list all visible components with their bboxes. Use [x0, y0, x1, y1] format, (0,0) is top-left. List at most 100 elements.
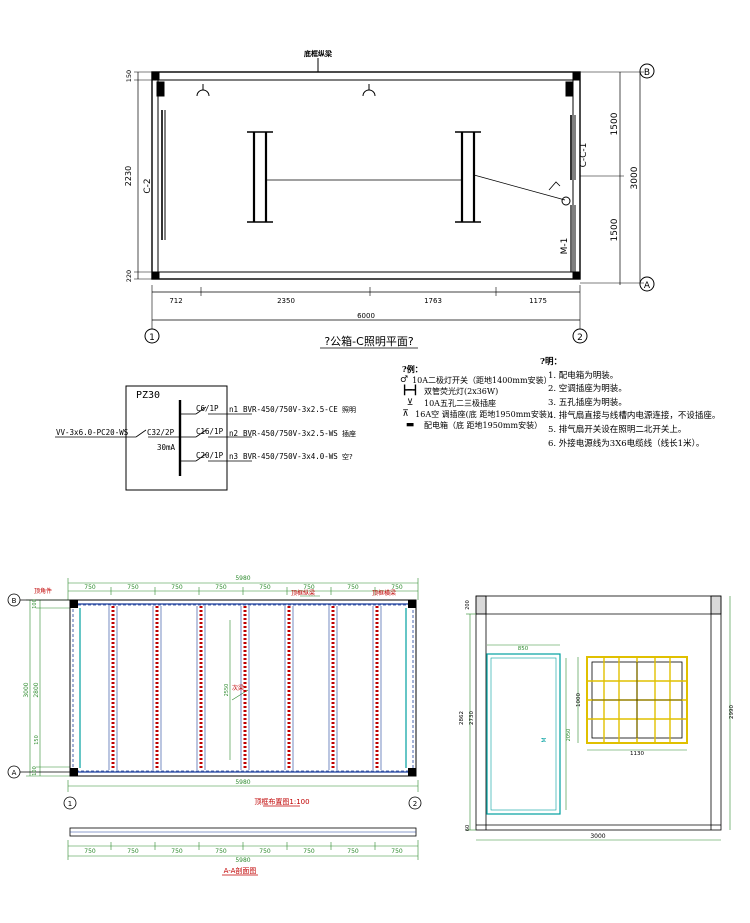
- panel-schematic: [55, 385, 252, 491]
- floor-top-dim-4: 750: [215, 584, 227, 591]
- label-secondary-beam: 次梁: [232, 684, 244, 692]
- circuit-2-cable: BVR-450/750V-3x2.5-WS: [243, 429, 338, 438]
- section-dim-5: 750: [259, 848, 271, 855]
- floor-top-dim-6: 750: [303, 584, 315, 591]
- circuit-1-id: n1: [229, 405, 238, 414]
- floor-bottom-total: 5980: [235, 779, 250, 786]
- end-elevation: [466, 595, 731, 841]
- circuit-1-use: 照明: [342, 406, 356, 414]
- circuit-1-breaker: C6/1P: [196, 404, 219, 413]
- legend-text: 配电箱（底 距地1950mm安装）: [424, 421, 543, 431]
- section-dim-1: 750: [84, 848, 96, 855]
- circuit-2-id: n2: [229, 429, 238, 438]
- section-dim-7: 750: [347, 848, 359, 855]
- floor-top-dim-8: 750: [391, 584, 403, 591]
- distribution-box-icon: ▬: [405, 420, 415, 431]
- plan-title: ?公箱-C照明平面?: [324, 334, 413, 348]
- legend-item: ⊼ 16A空 调插座(底 距地1950mm安装): [400, 409, 550, 420]
- circuit-3-cable: BVR-450/750V-3x4.0-WS: [243, 452, 338, 461]
- floor-top-total: 5980: [235, 575, 250, 582]
- legend-title: ?例：: [402, 364, 423, 374]
- elev-top-dim: 200: [465, 600, 471, 610]
- note-item: 5. 排气扇开关设在照明二北开关上。: [548, 424, 687, 435]
- section-aa: [67, 827, 419, 876]
- axis-b-label: B: [644, 68, 650, 78]
- panel-name: PZ30: [136, 390, 160, 401]
- top-beam-label: 底框纵梁: [304, 49, 333, 58]
- note-item: 6. 外接电源线为3X6电缆线（线长1米）。: [548, 438, 705, 449]
- bottom-dim-3: 1763: [424, 297, 442, 305]
- axis-a-label: A: [644, 281, 651, 291]
- door-height-dim: 2050: [566, 729, 572, 742]
- floor-top-dim-7: 750: [347, 584, 359, 591]
- fluorescent-lamp-icon: ┣━┫: [401, 386, 419, 397]
- circuit-3-use: 空?: [342, 452, 353, 461]
- bottom-dim-2: 2350: [277, 297, 295, 305]
- legend-item: ┣━┫ 双管荧光灯(2x36W): [400, 386, 550, 397]
- floor-plan-text: 5980 750 750 750 750 750 750 750 750 100…: [12, 575, 418, 808]
- elev-left-dim-1: 2862: [459, 711, 465, 725]
- section-dim-8: 750: [391, 848, 403, 855]
- floor-top-dim-2: 750: [127, 584, 139, 591]
- right-window-label: C-C-1: [579, 143, 589, 168]
- switch-icon: ♂: [400, 375, 409, 386]
- floor-left-total: 3000: [23, 682, 30, 697]
- window-width-dim: 1130: [630, 751, 644, 757]
- elev-total-width: 3000: [590, 833, 605, 840]
- section-dim-3: 750: [171, 848, 183, 855]
- floor-top-dim-3: 750: [171, 584, 183, 591]
- door-mark: M: [541, 737, 548, 742]
- legend-text: 10A二极灯开关（距地1400mm安装）: [412, 376, 552, 386]
- bottom-dim-total: 6000: [357, 312, 375, 320]
- right-dim-2: 1500: [610, 218, 620, 241]
- section-title: A-A剖面图: [224, 866, 257, 875]
- elev-bottom-dim: 60: [465, 825, 471, 831]
- note-item: 1. 配电箱为明装。: [548, 370, 619, 381]
- legend-text: 10A五孔二三极插座: [424, 398, 496, 408]
- rcd-rating: 30mA: [157, 443, 176, 452]
- axis-1-label: 1: [149, 333, 155, 343]
- floor-top-dim-1: 750: [84, 584, 96, 591]
- right-dim-1: 1500: [610, 112, 620, 135]
- circuit-1-cable: BVR-450/750V-3x2.5-CE: [243, 405, 338, 414]
- door-width-dim: 850: [518, 646, 529, 652]
- left-dim-2: 2230: [124, 166, 133, 186]
- socket-icon: ⊻: [406, 397, 414, 408]
- note-item: 4. 排气扇直接与线槽内电源连接，不设插座。: [548, 411, 721, 422]
- lighting-plan: [134, 58, 655, 349]
- floor-plan-title: 顶框布置图1:100: [254, 797, 309, 806]
- circuit-2-use: 插座: [342, 429, 356, 438]
- elev-right-dim: 2990: [729, 705, 735, 719]
- label-top-beam: 顶框纵梁: [291, 589, 315, 597]
- bottom-dim-1: 712: [169, 297, 182, 305]
- circuit-3-breaker: C20/1P: [196, 451, 224, 460]
- legend: ?例： ♂ 10A二极灯开关（距地1400mm安装） ┣━┫ 双管荧光灯(2x3…: [400, 364, 552, 431]
- left-window-label: C-2: [143, 178, 153, 193]
- floor-axis-a: A: [12, 769, 17, 777]
- window-height-dim: 1000: [576, 693, 582, 707]
- floor-axis-1: 1: [68, 800, 72, 808]
- incoming-cable: VV-3x6.0-PC20-WS: [56, 428, 129, 437]
- section-aa-text: 750 750 750 750 750 750 750 750 5980 A-A…: [84, 848, 403, 875]
- notes-title: ?明：: [540, 357, 562, 367]
- right-dim-total: 3000: [630, 166, 640, 189]
- lighting-plan-text: 底框纵梁 C-2 C-C-1 M-1 150 2230 220 1500 300…: [124, 49, 651, 348]
- axis-2-label: 2: [577, 333, 583, 343]
- floor-left-dim-3: 150: [34, 735, 40, 745]
- floor-plan: [7, 578, 422, 810]
- floor-mid-dim: 2550: [224, 684, 230, 697]
- legend-text: 16A空 调插座(底 距地1950mm安装): [415, 409, 550, 419]
- legend-item: ♂ 10A二极灯开关（距地1400mm安装）: [400, 375, 552, 386]
- floor-top-dim-5: 750: [259, 584, 271, 591]
- label-corner-fitting: 顶角件: [34, 587, 52, 595]
- section-dim-4: 750: [215, 848, 227, 855]
- left-dim-1: 150: [125, 70, 133, 82]
- elev-left-dim-2: 2730: [469, 711, 475, 725]
- legend-item: ▬ 配电箱（底 距地1950mm安装）: [400, 420, 550, 431]
- legend-item: ⊻ 10A五孔二三极插座: [400, 398, 550, 409]
- floor-left-dim-4: 100: [32, 766, 38, 776]
- ac-socket-icon: ⊼: [402, 408, 409, 419]
- section-total: 5980: [235, 857, 250, 864]
- bottom-dim-4: 1175: [529, 297, 547, 305]
